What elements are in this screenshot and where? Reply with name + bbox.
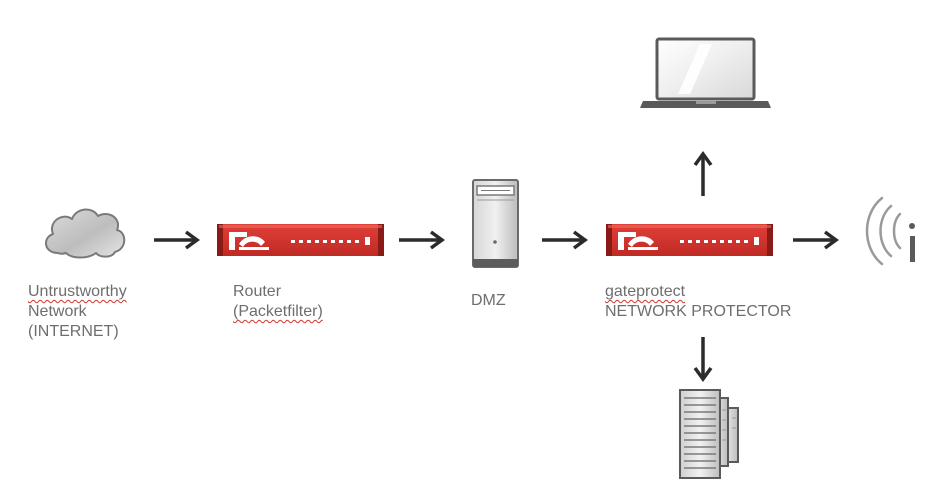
label-line: Untrustworthy: [28, 283, 127, 300]
arrow-internet-to-router: [154, 230, 200, 250]
label-gateprotect: gateprotect NETWORK PROTECTOR: [605, 282, 791, 322]
firewall-appliance-icon: [606, 224, 773, 256]
label-line: DMZ: [471, 292, 506, 309]
label-line: gateprotect: [605, 283, 686, 300]
arrow-gateprotect-to-wireless: [793, 230, 839, 250]
label-line: Network: [28, 303, 87, 320]
arrow-gateprotect-to-servers: [693, 337, 713, 382]
arrow-dmz-to-gateprotect: [542, 230, 588, 250]
label-router: Router (Packetfilter): [233, 282, 323, 322]
arrow-gateprotect-to-laptop: [693, 151, 713, 196]
label-line: (INTERNET): [28, 323, 119, 340]
arrow-router-to-dmz: [399, 230, 445, 250]
label-untrustworthy-network: Untrustworthy Network (INTERNET): [28, 282, 127, 342]
antenna-mast-icon: [909, 223, 915, 262]
server-tower-icon: [472, 179, 519, 268]
label-line: NETWORK PROTECTOR: [605, 303, 792, 320]
label-line: (Packetfilter): [233, 303, 323, 320]
label-line: Router: [233, 283, 282, 300]
server-rack-stack-icon: [679, 389, 739, 479]
wifi-signal-icon: [865, 196, 902, 266]
laptop-icon: [640, 37, 771, 108]
label-dmz: DMZ: [471, 291, 506, 311]
firewall-appliance-icon: [217, 224, 384, 256]
cloud-icon: [45, 208, 126, 259]
